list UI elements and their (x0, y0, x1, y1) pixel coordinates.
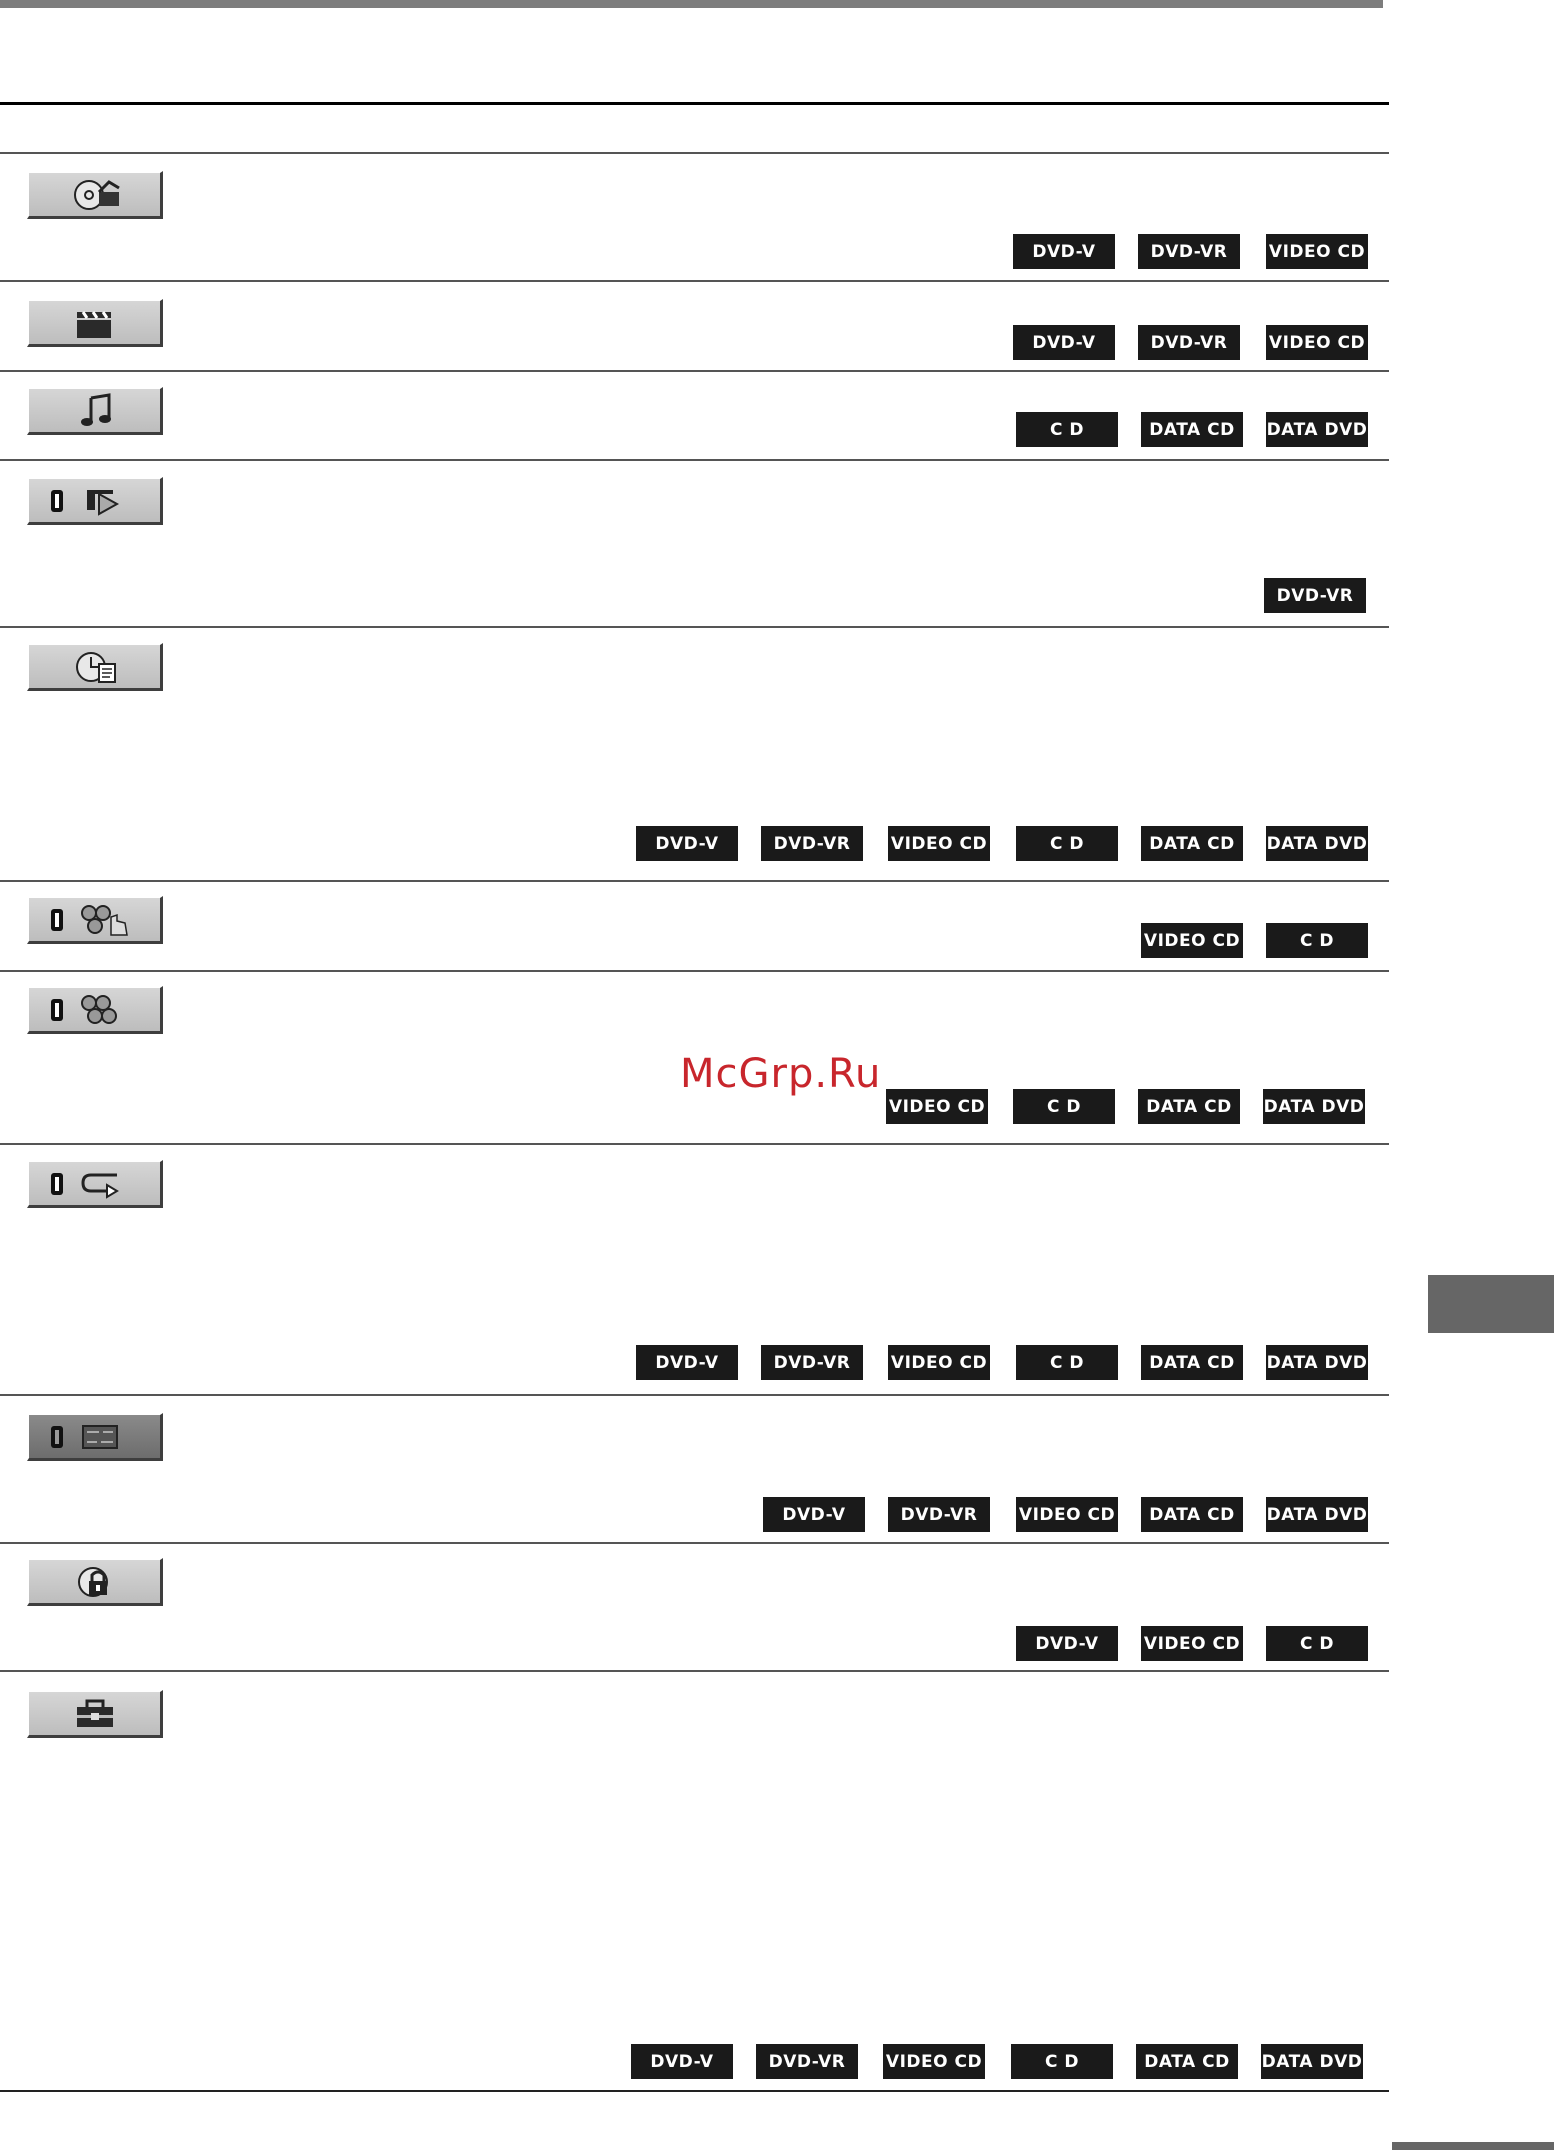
row-divider (0, 1542, 1389, 1544)
row-divider (0, 880, 1389, 882)
badge-dvd-vr: DVD-VR (888, 1497, 990, 1532)
badge-dvd-v: DVD-V (1013, 234, 1115, 269)
clapperboard-icon (27, 299, 163, 347)
badge-dvd-vr: DVD-VR (761, 826, 863, 861)
badge-cd: C D (1266, 923, 1368, 958)
section-thumb-tab (1428, 1275, 1554, 1333)
time-text-icon (27, 643, 163, 691)
badge-data-dvd: DATA DVD (1266, 412, 1368, 447)
row-divider (0, 152, 1389, 154)
badge-dvd-v: DVD-V (1016, 1626, 1118, 1661)
badge-cd: C D (1266, 1626, 1368, 1661)
repeat-play-icon (27, 1160, 163, 1208)
disc-program-icon (27, 171, 163, 219)
badge-dvd-vr: DVD-VR (1138, 325, 1240, 360)
badge-video-cd: VIDEO CD (1266, 325, 1368, 360)
badge-cd: C D (1011, 2044, 1113, 2079)
badge-video-cd: VIDEO CD (888, 1345, 990, 1380)
badge-video-cd: VIDEO CD (888, 826, 990, 861)
badge-dvd-vr: DVD-VR (756, 2044, 858, 2079)
badge-video-cd: VIDEO CD (1141, 1626, 1243, 1661)
row-divider (0, 370, 1389, 372)
table-bottom-rule (0, 2090, 1389, 2092)
row-divider (0, 1143, 1389, 1145)
badge-dvd-v: DVD-V (636, 826, 738, 861)
badge-video-cd: VIDEO CD (883, 2044, 985, 2079)
badge-data-dvd: DATA DVD (1266, 1497, 1368, 1532)
row-divider (0, 970, 1389, 972)
badge-cd: C D (1016, 826, 1118, 861)
table-header-rule (0, 102, 1389, 105)
a-b-repeat-icon (27, 1413, 163, 1461)
badge-cd: C D (1016, 1345, 1118, 1380)
shuffle-play-icon (27, 986, 163, 1034)
page-footer-tab (1392, 2142, 1554, 2150)
watermark-text: McGrp.Ru (680, 1051, 882, 1097)
music-note-icon (27, 387, 163, 435)
badge-dvd-v: DVD-V (631, 2044, 733, 2079)
badge-dvd-v: DVD-V (636, 1345, 738, 1380)
badge-data-cd: DATA CD (1141, 1345, 1243, 1380)
program-play-icon (27, 896, 163, 944)
badge-data-cd: DATA CD (1141, 1497, 1243, 1532)
row-divider (0, 1670, 1389, 1672)
original-playlist-icon (27, 477, 163, 525)
badge-data-cd: DATA CD (1136, 2044, 1238, 2079)
badge-video-cd: VIDEO CD (886, 1089, 988, 1124)
badge-data-cd: DATA CD (1141, 826, 1243, 861)
badge-dvd-vr: DVD-VR (1138, 234, 1240, 269)
badge-video-cd: VIDEO CD (1266, 234, 1368, 269)
badge-cd: C D (1016, 412, 1118, 447)
row-divider (0, 626, 1389, 628)
badge-dvd-v: DVD-V (763, 1497, 865, 1532)
setup-toolbox-icon (27, 1690, 163, 1738)
badge-dvd-vr: DVD-VR (761, 1345, 863, 1380)
badge-data-cd: DATA CD (1141, 412, 1243, 447)
badge-data-dvd: DATA DVD (1263, 1089, 1365, 1124)
badge-dvd-vr: DVD-VR (1264, 578, 1366, 613)
row-divider (0, 1394, 1389, 1396)
badge-cd: C D (1013, 1089, 1115, 1124)
badge-video-cd: VIDEO CD (1141, 923, 1243, 958)
badge-video-cd: VIDEO CD (1016, 1497, 1118, 1532)
badge-dvd-v: DVD-V (1013, 325, 1115, 360)
parental-control-lock-icon (27, 1558, 163, 1606)
row-divider (0, 459, 1389, 461)
badge-data-dvd: DATA DVD (1266, 1345, 1368, 1380)
badge-data-dvd: DATA DVD (1261, 2044, 1363, 2079)
row-divider (0, 280, 1389, 282)
badge-data-cd: DATA CD (1138, 1089, 1240, 1124)
badge-data-dvd: DATA DVD (1266, 826, 1368, 861)
top-gray-rule (0, 0, 1383, 8)
